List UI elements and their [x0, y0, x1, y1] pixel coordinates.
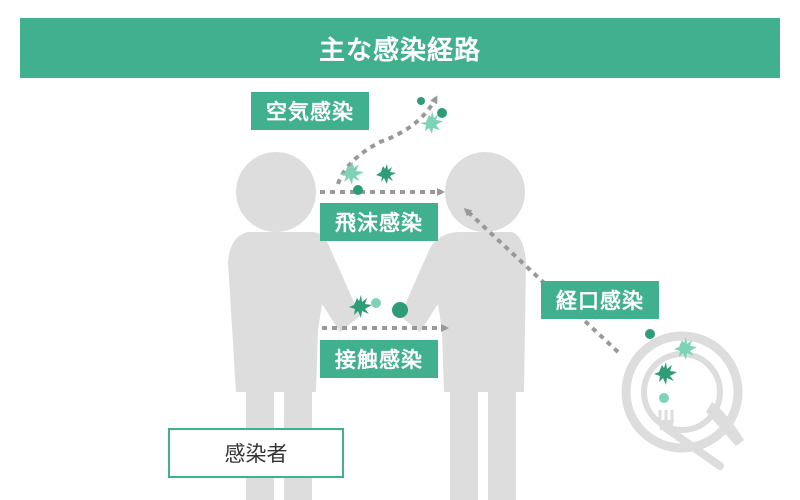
droplet-label-text: 飛沫感染 — [335, 207, 423, 237]
airborne-label: 空気感染 — [251, 92, 369, 130]
droplet-label: 飛沫感染 — [320, 203, 438, 241]
contact-label-text: 接触感染 — [335, 344, 423, 374]
germ-icon — [376, 164, 396, 184]
oral-label: 経口感染 — [541, 281, 659, 319]
infected-person-legend: 感染者 — [168, 428, 344, 478]
contact-label: 接触感染 — [320, 340, 438, 378]
infected-person-label: 感染者 — [225, 438, 288, 468]
oral-label-text: 経口感染 — [556, 285, 644, 315]
airborne-label-text: 空気感染 — [266, 96, 354, 126]
